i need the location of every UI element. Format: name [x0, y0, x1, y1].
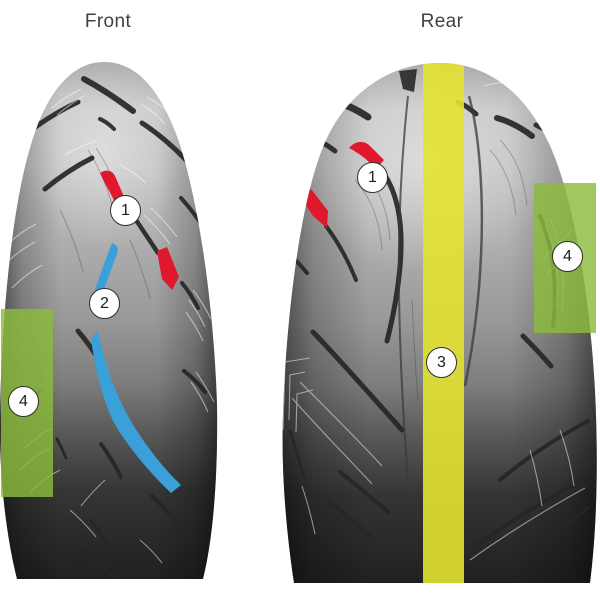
front-tire [0, 62, 218, 579]
rear-callout-4: 4 [552, 241, 583, 272]
rear-yellow-center-stripe [423, 63, 464, 583]
rear-callout-1: 1 [357, 162, 388, 193]
front-callout-4: 4 [8, 386, 39, 417]
rear-tire [282, 63, 597, 583]
rear-circumferential-lines [397, 95, 484, 493]
front-callout-2: 2 [89, 288, 120, 319]
front-tire-highlight [21, 62, 185, 250]
front-callout-1: 1 [110, 195, 141, 226]
front-tire-label: Front [84, 11, 132, 32]
rear-tire-label: Rear [420, 11, 464, 32]
rear-callout-3: 3 [426, 347, 457, 378]
